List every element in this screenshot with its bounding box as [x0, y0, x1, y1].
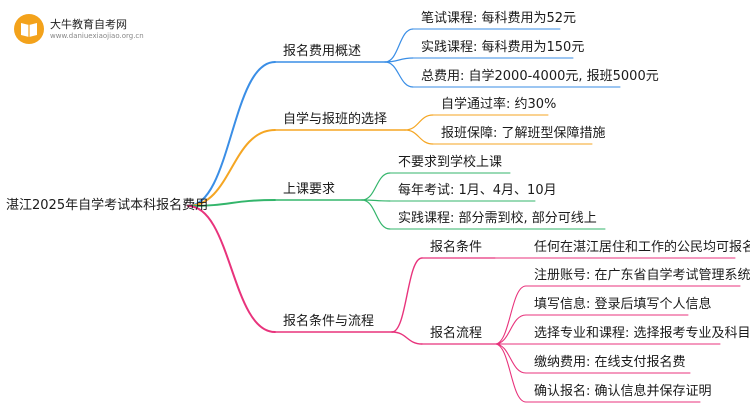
leaf-pass-rate: 自学通过率: 约30%: [441, 97, 557, 112]
sub-conditions: 报名条件: [430, 240, 483, 255]
leaf-pay-fee: 缴纳费用: 在线支付报名费: [534, 355, 686, 370]
leaf-eligibility: 任何在湛江居住和工作的公民均可报名: [534, 240, 750, 255]
leaf-practice-mode: 实践课程: 部分需到校, 部分可线上: [398, 211, 597, 226]
connector-root-branch4: [187, 205, 276, 333]
leaf-total-fee: 总费用: 自学2000-4000元, 报班5000元: [421, 69, 659, 84]
leaf-confirm-registration: 确认报名: 确认信息并保存证明: [534, 384, 712, 399]
connector-root-branch1: [187, 61, 276, 207]
logo-title: 大牛教育自考网: [50, 18, 127, 31]
branch-self-vs-class: 自学与报班的选择: [283, 112, 388, 127]
connector-branch3-leaf3: [361, 199, 391, 230]
site-logo: 大牛教育自考网 www.daniuexiaojiao.org.cn: [14, 12, 164, 48]
leaf-select-major: 选择专业和课程: 选择报考专业及科目: [534, 326, 750, 341]
book-icon: [14, 14, 44, 44]
connector-sub2-leaf2: [494, 314, 527, 345]
connector-branch1-leaf3: [384, 61, 414, 88]
connector-branch4-sub1: [391, 257, 423, 333]
connector-sub2-leaf1: [494, 285, 527, 345]
connector-root-branch2: [187, 129, 276, 207]
root-topic: 湛江2025年自学考试本科报名费用: [6, 198, 209, 213]
connector-branch1-leaf2: [384, 57, 414, 63]
leaf-practice-fee: 实践课程: 每科费用为150元: [421, 40, 585, 55]
leaf-class-guarantee: 报班保障: 了解班型保障措施: [441, 126, 606, 141]
connector-branch1-leaf1: [384, 28, 414, 63]
connector-branch2-leaf2: [404, 129, 434, 145]
branch-conditions-process: 报名条件与流程: [283, 314, 375, 329]
leaf-exam-months: 每年考试: 1月、4月、10月: [398, 183, 557, 198]
leaf-fill-info: 填写信息: 登录后填写个人信息: [534, 297, 712, 312]
leaf-written-fee: 笔试课程: 每科费用为52元: [421, 11, 577, 26]
branch-class-requirement: 上课要求: [283, 182, 336, 197]
connector-sub2-leaf5: [494, 343, 527, 403]
connector-branch4-sub2: [391, 331, 423, 345]
connector-branch2-leaf1: [404, 114, 434, 131]
leaf-register-account: 注册账号: 在广东省自学考试管理系统注册: [534, 268, 750, 283]
connector-branch3-leaf1: [361, 172, 391, 201]
connector-root-branch3: [187, 199, 276, 207]
leaf-no-attendance: 不要求到学校上课: [398, 155, 503, 170]
branch-fee-overview: 报名费用概述: [283, 44, 362, 59]
connector-sub2-leaf4: [494, 343, 527, 374]
sub-process: 报名流程: [430, 326, 483, 341]
logo-url: www.daniuexiaojiao.org.cn: [50, 32, 144, 40]
